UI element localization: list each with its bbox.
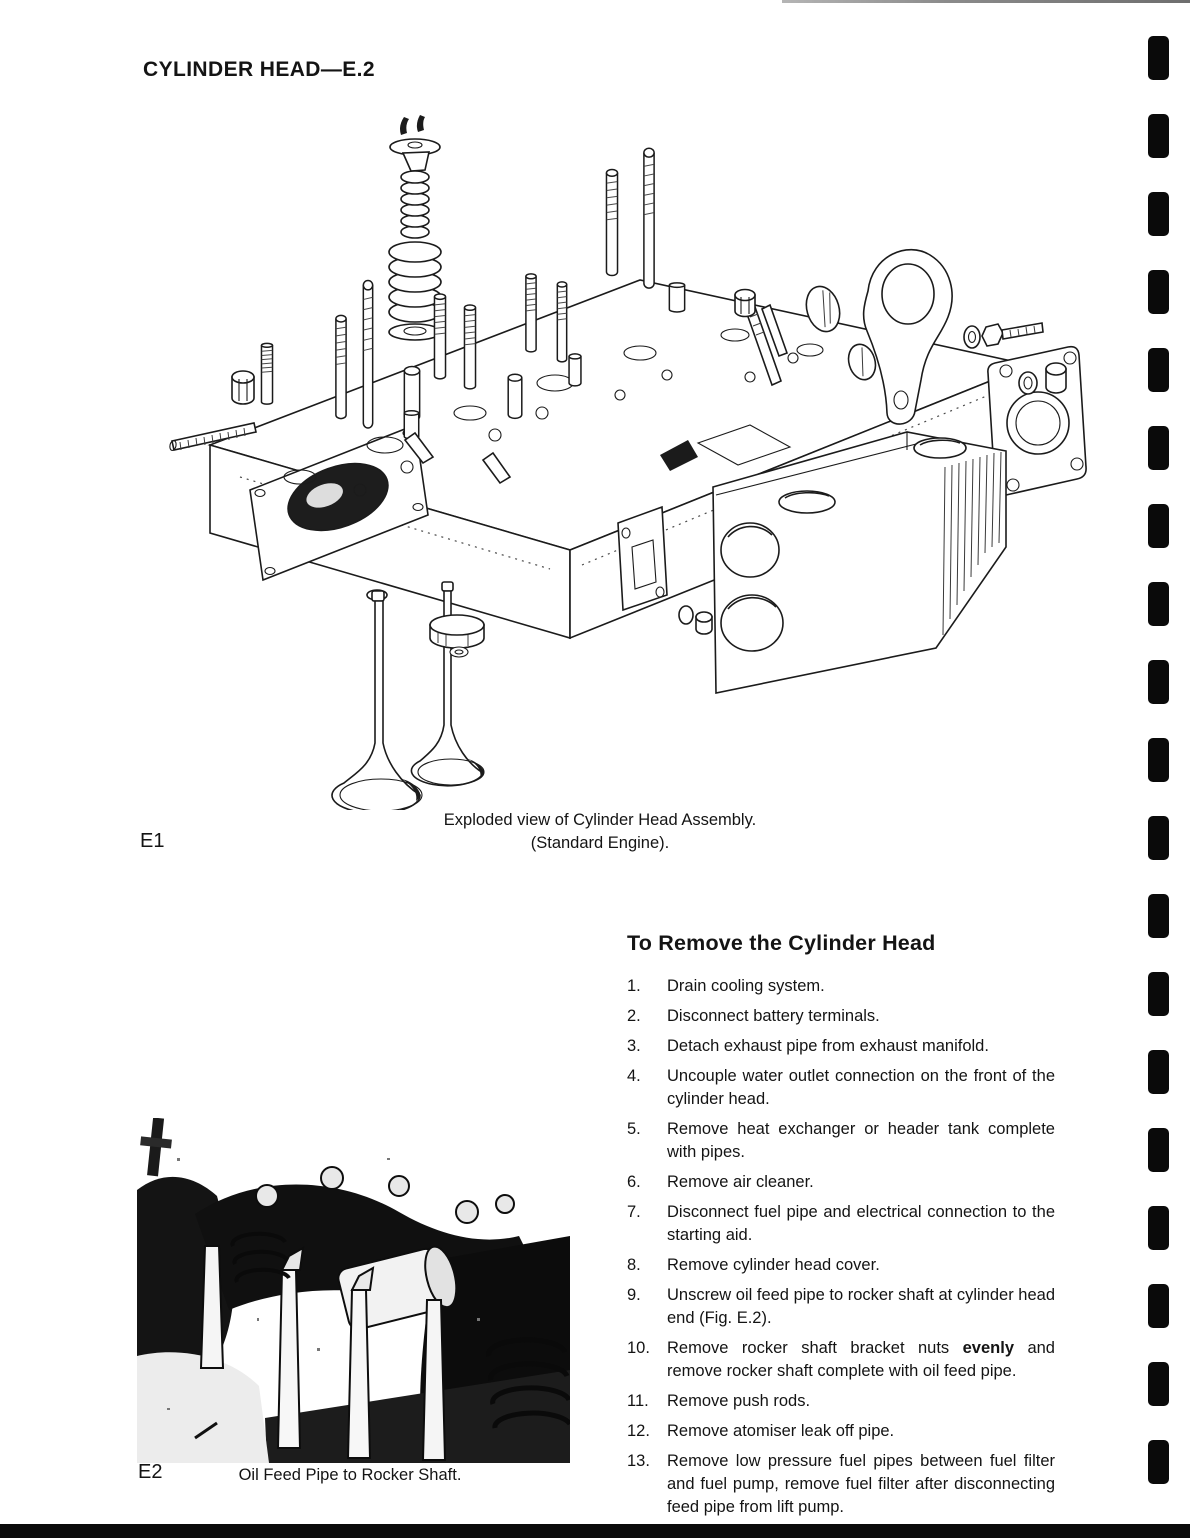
binding-mark <box>1148 36 1169 80</box>
figure-e1-caption-line2: (Standard Engine). <box>530 834 670 852</box>
step-number: 7. <box>627 1203 641 1221</box>
binding-mark <box>1148 426 1169 470</box>
procedure-step-4: 4. Uncouple water outlet connection on t… <box>627 1065 1055 1111</box>
page-bottom-rule <box>0 1524 1190 1538</box>
step-number: 12. <box>627 1422 650 1440</box>
step-text: Remove low pressure fuel pipes between f… <box>667 1452 1055 1516</box>
procedure-section: To Remove the Cylinder Head 1. Drain coo… <box>627 931 1055 1526</box>
step-number: 11. <box>627 1392 649 1410</box>
scan-edge-line <box>782 0 1190 3</box>
step-number: 5. <box>627 1120 641 1138</box>
procedure-step-13: 13. Remove low pressure fuel pipes betwe… <box>627 1450 1055 1519</box>
figure-e2-caption: Oil Feed Pipe to Rocker Shaft. <box>238 1466 462 1484</box>
procedure-step-9: 9. Unscrew oil feed pipe to rocker shaft… <box>627 1284 1055 1330</box>
figure-e1-caption-line1: Exploded view of Cylinder Head Assembly. <box>443 811 757 829</box>
binding-mark <box>1148 1362 1169 1406</box>
step-number: 2. <box>627 1007 641 1025</box>
binding-mark <box>1148 1206 1169 1250</box>
step-text: Uncouple water outlet connection on the … <box>667 1067 1055 1108</box>
binding-mark <box>1148 582 1169 626</box>
step-text: Remove rocker shaft bracket nuts evenly … <box>667 1337 1055 1383</box>
procedure-step-7: 7. Disconnect fuel pipe and electrical c… <box>627 1201 1055 1247</box>
binding-mark <box>1148 192 1169 236</box>
binding-mark <box>1148 114 1169 158</box>
procedure-step-5: 5. Remove heat exchanger or header tank … <box>627 1118 1055 1164</box>
binding-marks <box>1148 0 1169 1538</box>
procedure-step-2: 2. Disconnect battery terminals. <box>627 1005 1055 1028</box>
binding-mark <box>1148 816 1169 860</box>
step-number: 1. <box>627 977 641 995</box>
page-title: CYLINDER HEAD—E.2 <box>143 58 375 81</box>
binding-mark <box>1148 504 1169 548</box>
binding-mark <box>1148 660 1169 704</box>
binding-mark <box>1148 894 1169 938</box>
step-number: 4. <box>627 1067 641 1085</box>
step-text: Remove heat exchanger or header tank com… <box>667 1120 1055 1161</box>
figure-e1-caption: Exploded view of Cylinder Head Assembly.… <box>380 809 820 855</box>
figure-e1-label: E1 <box>140 830 165 852</box>
exploded-view-diagram <box>150 95 1090 815</box>
procedure-step-10: 10. Remove rocker shaft bracket nuts eve… <box>627 1337 1055 1383</box>
procedure-heading: To Remove the Cylinder Head <box>627 931 936 955</box>
binding-mark <box>1148 348 1169 392</box>
binding-mark <box>1148 738 1169 782</box>
step-text: Detach exhaust pipe from exhaust manifol… <box>667 1037 989 1055</box>
step-number: 13. <box>627 1452 650 1470</box>
step-text: Remove cylinder head cover. <box>667 1256 880 1274</box>
procedure-step-8: 8. Remove cylinder head cover. <box>627 1254 1055 1277</box>
step-number: 10. <box>627 1339 650 1357</box>
procedure-step-3: 3. Detach exhaust pipe from exhaust mani… <box>627 1035 1055 1058</box>
step-number: 9. <box>627 1286 641 1304</box>
procedure-step-1: 1. Drain cooling system. <box>627 975 1055 998</box>
rocker-shaft-photo <box>137 1117 573 1463</box>
binding-mark <box>1148 270 1169 314</box>
step-text: Remove push rods. <box>667 1392 811 1410</box>
figure-e2-label: E2 <box>138 1461 163 1483</box>
step-number: 3. <box>627 1037 641 1055</box>
step-text: Unscrew oil feed pipe to rocker shaft at… <box>667 1286 1055 1327</box>
step-text-post: and remove rocker shaft complete with oi… <box>667 1339 1055 1380</box>
step-text: Drain cooling system. <box>667 977 825 995</box>
rocker-shaft-photo-art <box>137 1117 573 1463</box>
binding-mark <box>1148 1050 1169 1094</box>
step-text: Disconnect fuel pipe and electrical conn… <box>667 1203 1055 1244</box>
cylinder-head-line-art <box>169 115 1087 815</box>
step-text-pre: Remove rocker shaft bracket nuts <box>667 1339 963 1357</box>
step-text-bold: evenly <box>962 1339 1014 1357</box>
step-text: Remove atomiser leak off pipe. <box>667 1422 895 1440</box>
binding-mark <box>1148 972 1169 1016</box>
step-text: Remove air cleaner. <box>667 1173 814 1191</box>
procedure-step-6: 6. Remove air cleaner. <box>627 1171 1055 1194</box>
procedure-step-11: 11. Remove push rods. <box>627 1390 1055 1413</box>
step-number: 8. <box>627 1256 641 1274</box>
binding-mark <box>1148 1128 1169 1172</box>
step-number: 6. <box>627 1173 641 1191</box>
binding-mark <box>1148 1284 1169 1328</box>
binding-mark <box>1148 1440 1169 1484</box>
step-text: Disconnect battery terminals. <box>667 1007 880 1025</box>
procedure-step-12: 12. Remove atomiser leak off pipe. <box>627 1420 1055 1443</box>
